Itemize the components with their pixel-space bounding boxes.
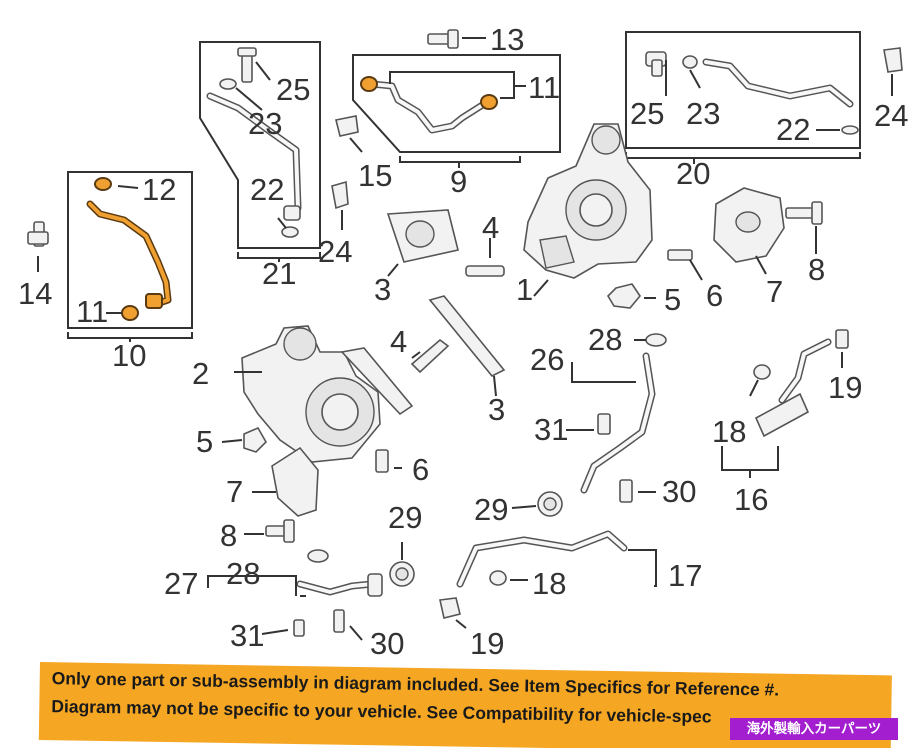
- callout-4: 4: [482, 210, 499, 245]
- callout-14: 14: [18, 276, 52, 311]
- callout-4-lower: 4: [390, 324, 407, 359]
- callout-2: 2: [192, 356, 209, 391]
- group-box-10: [67, 171, 193, 329]
- callout-7-lower: 7: [226, 474, 243, 509]
- callout-25-box20: 25: [630, 96, 664, 131]
- callout-12: 12: [142, 172, 176, 207]
- callout-28: 28: [588, 322, 622, 357]
- callout-19-lower: 19: [470, 626, 504, 661]
- callout-23: 23: [248, 106, 282, 141]
- watermark-tag: 海外製輸入カーパーツ: [730, 718, 898, 740]
- callout-24: 24: [318, 234, 352, 269]
- callout-5-lower: 5: [196, 424, 213, 459]
- disclaimer-line-2: Diagram may not be specific to your vehi…: [51, 696, 712, 727]
- callout-21: 21: [262, 256, 296, 291]
- group-box-20: [625, 31, 861, 149]
- group-box-21: [199, 41, 321, 249]
- callout-13: 13: [490, 22, 524, 57]
- callout-26: 26: [530, 342, 564, 377]
- callout-31: 31: [534, 412, 568, 447]
- callout-17: 17: [668, 558, 702, 593]
- callout-29-mid: 29: [474, 492, 508, 527]
- callout-31-lower: 31: [230, 618, 264, 653]
- callout-6: 6: [706, 278, 723, 313]
- callout-10: 10: [112, 338, 146, 373]
- callout-6-lower: 6: [412, 452, 429, 487]
- callout-23-box20: 23: [686, 96, 720, 131]
- callout-28-lower: 28: [226, 556, 260, 591]
- group-box-9: [352, 54, 561, 153]
- callout-18-lower: 18: [532, 566, 566, 601]
- callout-11-box10: 11: [76, 294, 108, 329]
- callout-3-lower: 3: [488, 392, 505, 427]
- callout-9: 9: [450, 164, 467, 199]
- callout-30-lower: 30: [370, 626, 404, 661]
- callout-24-right: 24: [874, 98, 908, 133]
- callout-19: 19: [828, 370, 862, 405]
- callout-8: 8: [808, 252, 825, 287]
- callout-16: 16: [734, 482, 768, 517]
- callout-11: 11: [528, 70, 560, 105]
- callout-18: 18: [712, 414, 746, 449]
- callout-3: 3: [374, 272, 391, 307]
- callout-20: 20: [676, 156, 710, 191]
- callout-27: 27: [164, 566, 198, 601]
- leader-lines: [37, 37, 893, 641]
- callout-15: 15: [358, 158, 392, 193]
- callout-5: 5: [664, 282, 681, 317]
- callout-1: 1: [516, 272, 533, 307]
- callout-25: 25: [276, 72, 310, 107]
- disclaimer-line-1: Only one part or sub-assembly in diagram…: [51, 668, 780, 700]
- callout-7: 7: [766, 274, 783, 309]
- callout-8-lower: 8: [220, 518, 237, 553]
- callout-numbers: 1 2 3 3 4 4 5 5 6 6 7 7 8 8 9 10 11 11 1…: [18, 22, 908, 661]
- bracket-21: [237, 252, 321, 262]
- callout-22-box20: 22: [776, 112, 810, 147]
- callout-30: 30: [662, 474, 696, 509]
- callout-29: 29: [388, 500, 422, 535]
- callout-22: 22: [250, 172, 284, 207]
